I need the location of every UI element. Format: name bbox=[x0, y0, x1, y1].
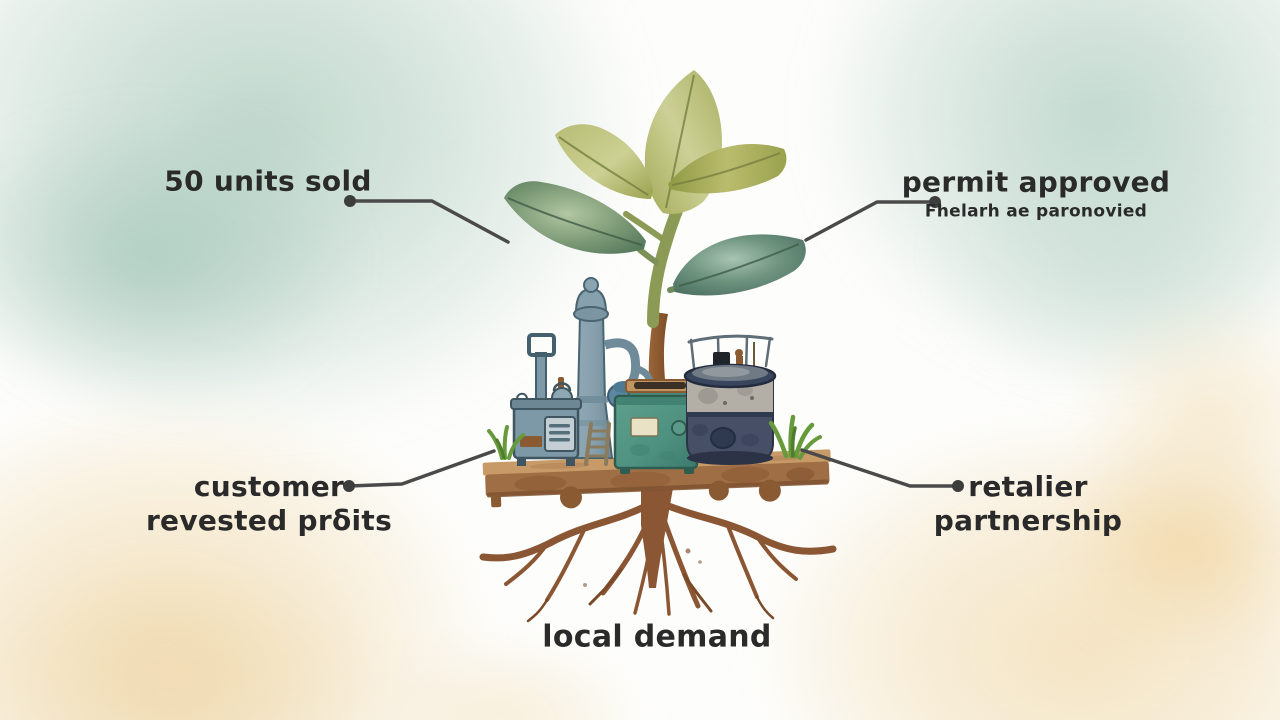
teal-reactor-box bbox=[613, 394, 699, 474]
sapling-trunk bbox=[648, 312, 668, 390]
grass-sprout-left bbox=[487, 425, 525, 460]
retailer-line2: partnership bbox=[933, 504, 1123, 537]
leader-dot-customer bbox=[343, 480, 355, 492]
leaf-upper-left bbox=[555, 124, 653, 199]
permit-subtitle: Fhelarh ae paronovied bbox=[924, 201, 1148, 222]
label-retailer-partnership: retalier partnership bbox=[934, 470, 1122, 538]
leader-retailer bbox=[800, 448, 960, 488]
generator-unit bbox=[510, 392, 582, 466]
customer-line2: revested prδits bbox=[145, 504, 393, 537]
retailer-line1: retalier bbox=[968, 470, 1088, 503]
permit-title: permit approved bbox=[901, 165, 1171, 199]
local-demand-text: local demand bbox=[542, 619, 772, 655]
leader-customer bbox=[347, 449, 496, 488]
leaf-mid-left bbox=[504, 181, 646, 254]
label-local-demand: local demand bbox=[542, 620, 771, 655]
leader-lines bbox=[343, 195, 964, 492]
ladder bbox=[584, 422, 611, 466]
grass-sprout-right bbox=[768, 414, 822, 460]
leader-permit bbox=[804, 200, 937, 242]
leader-dot-retailer bbox=[952, 480, 964, 492]
leader-units-sold bbox=[348, 199, 510, 244]
customer-line1: customer bbox=[193, 470, 345, 503]
leaf-upper-right bbox=[668, 144, 787, 194]
metal-drum bbox=[683, 334, 777, 465]
leader-dot-permit bbox=[929, 196, 941, 208]
roots bbox=[479, 488, 837, 623]
leader-dot-units-sold bbox=[344, 195, 356, 207]
label-units-sold: 50 units sold bbox=[164, 165, 371, 198]
label-customer-reinvested: customer revested prδits bbox=[146, 470, 392, 538]
distillation-tower bbox=[570, 277, 614, 459]
units-sold-text: 50 units sold bbox=[164, 164, 372, 198]
sapling-plant bbox=[504, 70, 806, 328]
label-permit-approved: permit approved Fhelarh ae paronovied bbox=[902, 166, 1171, 223]
leaf-mid-right bbox=[673, 234, 806, 296]
exhaust-pipe-frame bbox=[527, 333, 556, 410]
